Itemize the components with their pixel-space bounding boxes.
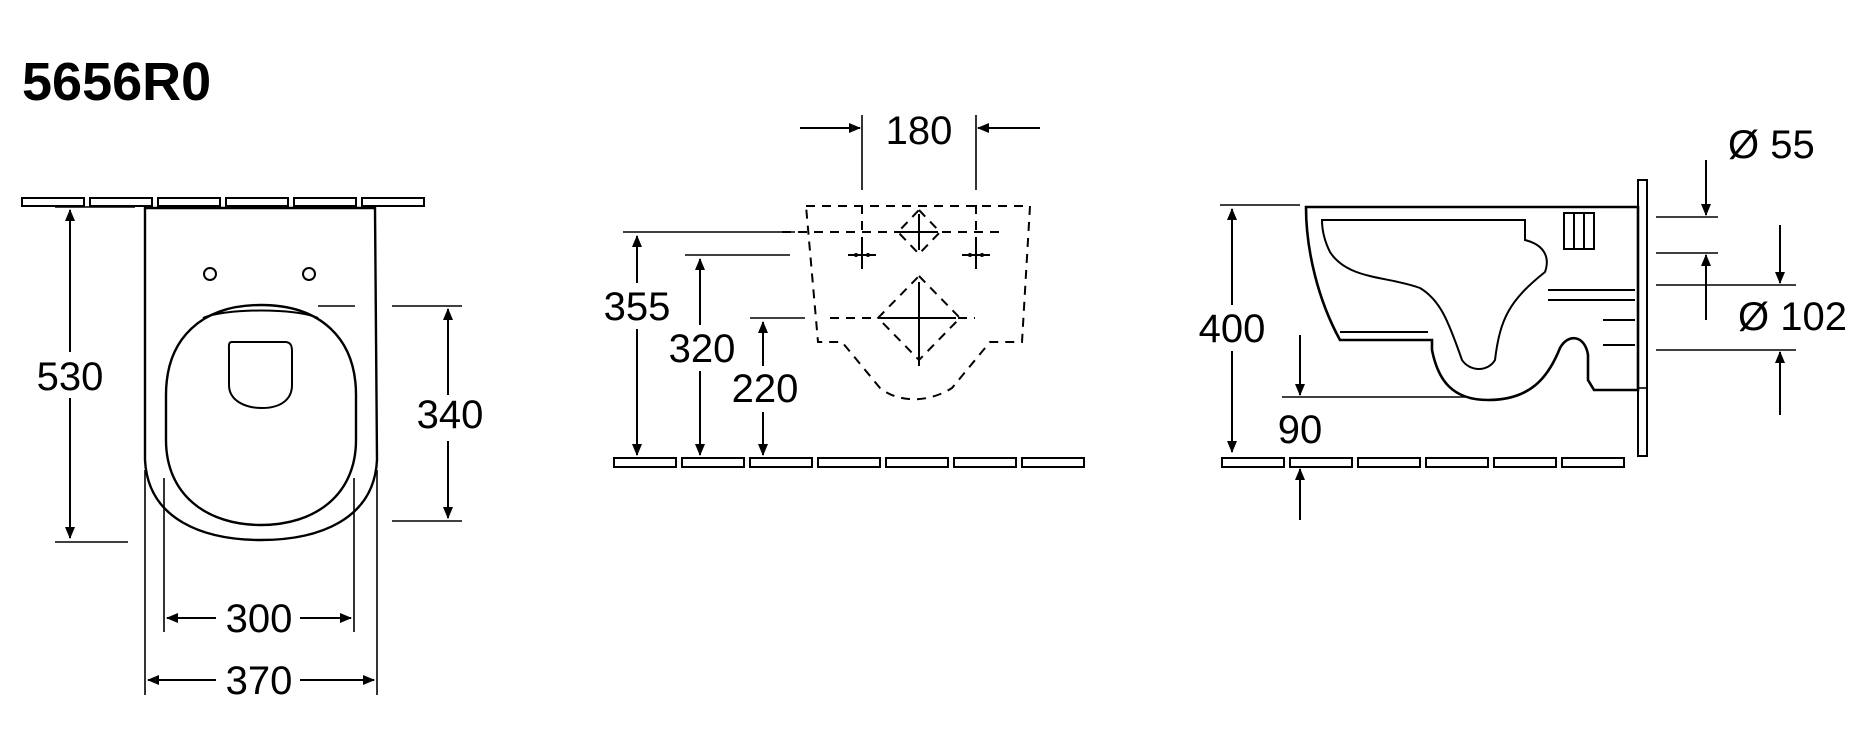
- dim-overall-width: 370: [226, 659, 293, 703]
- wall-strip: [1637, 179, 1648, 457]
- inlet-marker: [896, 208, 942, 256]
- outlet-marker: [876, 274, 962, 366]
- dim-length: 530: [37, 355, 104, 399]
- fixing-hole-left: [203, 267, 217, 281]
- seat-rim: [202, 309, 319, 319]
- floor-tiles: [613, 457, 1085, 468]
- top-view: 530 340 300 370: [21, 197, 488, 703]
- dim-height: 400: [1199, 307, 1266, 351]
- dim-height-lower: 220: [732, 367, 799, 411]
- side-floor-tiles: [1221, 457, 1625, 468]
- toilet-section: [1304, 205, 1640, 402]
- bowl-opening: [227, 341, 293, 410]
- side-view: 400 90 Ø 55 Ø 102: [1190, 123, 1847, 520]
- bolt-left: [848, 241, 876, 269]
- mounting-outline: [804, 205, 1032, 401]
- bolt-right: [962, 241, 990, 269]
- dim-seat-width: 300: [226, 597, 293, 641]
- dim-height-middle: 320: [669, 327, 736, 371]
- fixing-hole-right: [302, 267, 316, 281]
- seat-outline: [164, 303, 358, 527]
- inlet-connector: [1563, 212, 1595, 250]
- dim-height-upper: 355: [604, 285, 671, 329]
- dim-bolt-spacing: 180: [886, 109, 953, 153]
- wall-tiles: [21, 197, 425, 207]
- dim-inlet-diameter: Ø 55: [1728, 123, 1815, 167]
- bowl-cavity: [1320, 219, 1548, 370]
- wall-view: 180 355 320 220: [598, 109, 1085, 468]
- dim-seat-length: 340: [417, 393, 484, 437]
- dim-outlet-height: 90: [1278, 408, 1323, 452]
- model-title: 5656R0: [22, 52, 211, 112]
- dim-outlet-diameter: Ø 102: [1738, 295, 1847, 339]
